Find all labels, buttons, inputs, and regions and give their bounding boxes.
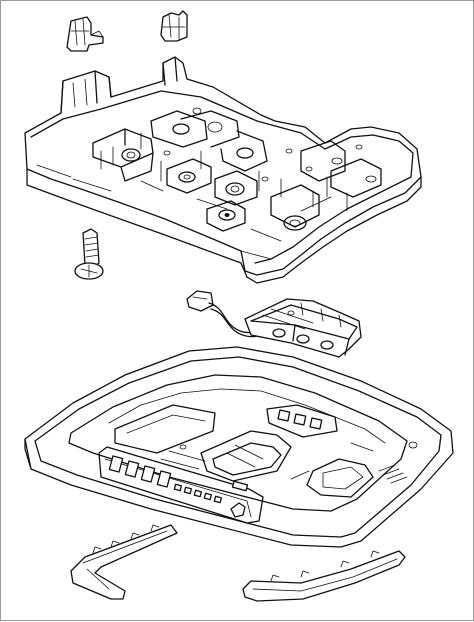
trim-left <box>70 524 178 600</box>
clip-right <box>160 10 188 42</box>
overhead-console <box>24 346 454 548</box>
console-bracket <box>24 56 422 284</box>
switch-module <box>186 290 362 358</box>
trim-right <box>242 550 406 602</box>
clip-left <box>66 16 104 52</box>
mounting-screw <box>74 228 104 280</box>
